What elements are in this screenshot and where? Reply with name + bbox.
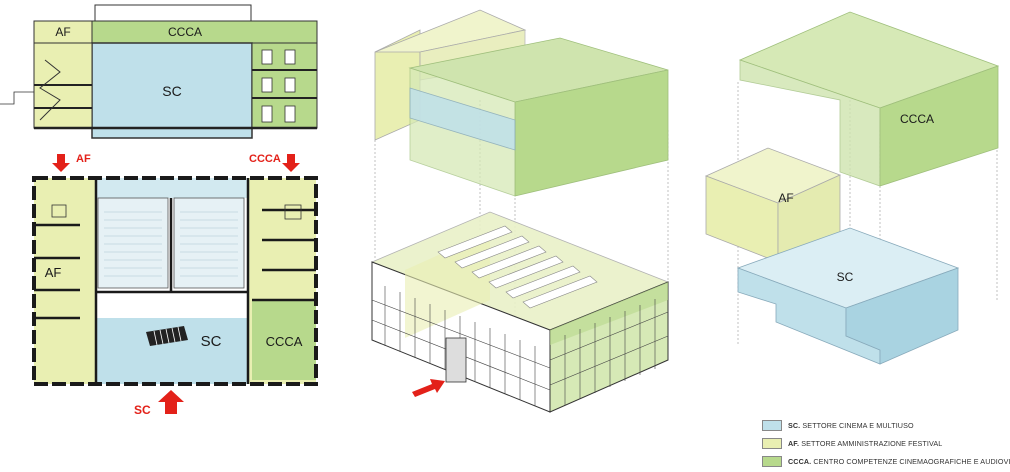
section-window [284, 77, 296, 93]
axo-roof-skylights [437, 225, 598, 309]
legend-text-ccca: CCCA. CENTRO COMPETENZE CINEMAOGRAFICHE … [788, 457, 1010, 466]
section-leader-line [0, 91, 34, 105]
axo-entry-arrow [412, 379, 445, 397]
floor-plan: AF SC CCCA AF CCCA SC [32, 153, 318, 417]
plan-seating-rows [104, 211, 238, 277]
plan-af-zone [34, 178, 96, 384]
af-entry-label: AF [76, 153, 91, 165]
legend-code: CCCA. [788, 457, 812, 466]
exploded-volumes: CCCA AF SC [704, 11, 1000, 365]
legend-code: SC. [788, 421, 801, 430]
legend-swatch-sc [762, 420, 782, 431]
exploded-sc-side [845, 267, 959, 365]
legend-description: SETTORE AMMINISTRAZIONE FESTIVAL [801, 439, 943, 448]
plan-inner-walls [34, 178, 316, 384]
legend-description: SETTORE CINEMA E MULTIUSO [802, 421, 914, 430]
ccca-entry-label: CCCA [249, 153, 281, 165]
plan-room-detail [284, 204, 302, 220]
legend-description: CENTRO COMPETENZE CINEMAOGRAFICHE E AUDI… [813, 457, 1010, 466]
legend-item-ccca: CCCA. CENTRO COMPETENZE CINEMAOGRAFICHE … [762, 454, 1010, 469]
legend-swatch-af [762, 438, 782, 449]
section-ccca-label: CCCA [168, 25, 202, 39]
legend-text-sc: SC. SETTORE CINEMA E MULTIUSO [788, 421, 914, 430]
plan-cinema-room-right [173, 197, 245, 289]
plan-sc-top-zone [96, 178, 248, 198]
section-window [284, 49, 296, 65]
plan-stair [146, 326, 188, 346]
section-ccca-zone [91, 20, 318, 44]
axo-sc-block [409, 87, 516, 151]
plan-outer-wall [32, 176, 318, 386]
plan-af-label: AF [45, 265, 62, 280]
axonometric-building [370, 9, 670, 413]
legend: SC. SETTORE CINEMA E MULTIUSO AF. SETTOR… [762, 418, 1010, 472]
exploded-ccca-label: CCCA [900, 112, 934, 126]
plan-ccca-label: CCCA [266, 334, 303, 349]
section-window [261, 105, 273, 123]
section-sc-label: SC [162, 83, 181, 99]
section-window [261, 77, 273, 93]
plan-sc-label: SC [201, 333, 222, 350]
exploded-sc-label: SC [837, 270, 854, 284]
plan-cinema-room-left [97, 197, 169, 289]
section-af-label: AF [55, 25, 70, 39]
plan-ccca-zone [252, 300, 316, 380]
exploded-ccca-side [879, 65, 999, 187]
legend-item-sc: SC. SETTORE CINEMA E MULTIUSO [762, 418, 1002, 433]
section-window [261, 49, 273, 65]
legend-item-af: AF. SETTORE AMMINISTRAZIONE FESTIVAL [762, 436, 1002, 451]
section-roof-outline [94, 4, 252, 22]
legend-code: AF. [788, 439, 800, 448]
legend-text-af: AF. SETTORE AMMINISTRAZIONE FESTIVAL [788, 439, 942, 448]
axo-entrance-portal [445, 337, 467, 383]
building-section: AF CCCA SC [0, 4, 318, 139]
ccca-entry-arrow [282, 154, 300, 172]
af-entry-arrow [52, 154, 70, 172]
plan-room-detail [51, 204, 67, 218]
section-window [284, 105, 296, 123]
sc-entry-label: SC [134, 403, 151, 417]
axo-ccca-overlay [550, 282, 668, 345]
legend-swatch-ccca [762, 456, 782, 467]
exploded-af-label: AF [778, 191, 793, 205]
section-sc-zone [91, 42, 253, 139]
sc-entry-arrow [158, 390, 184, 414]
section-stair [39, 59, 61, 121]
